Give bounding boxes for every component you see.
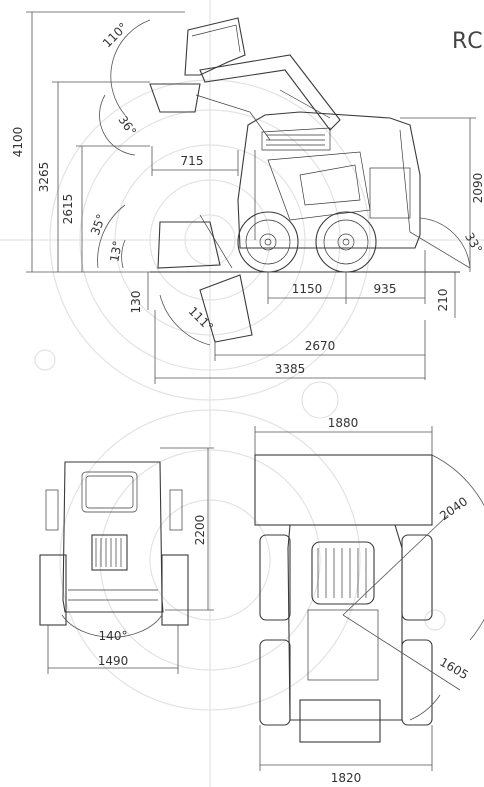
dim-dump-height: 2615 [61,194,75,225]
dim-max-height: 4100 [11,127,25,158]
dumped-bucket [199,274,253,343]
dim-hinge-height: 3265 [37,162,51,193]
front-right-wheel [161,554,189,626]
side-view: 4100 3265 2615 715 2090 130 1150 935 210 [11,11,484,384]
raised-bucket [184,17,246,76]
dim-machine-width: 1820 [331,771,362,785]
dim-cab-height: 2090 [471,173,484,204]
dim-front-width: 1490 [98,654,129,668]
top-rear-right-wheel [401,639,433,726]
dim-wheelbase: 1150 [292,282,323,296]
title-text: RC [452,29,484,54]
top-view: 1880 2040 1605 1820 [254,416,484,785]
top-rear-counterweight [299,699,381,743]
angle-dump-top: 110° [100,20,130,50]
angle-ground-tilt: 13° [107,240,124,263]
front-left-wheel [39,554,67,626]
angle-departure: 33° [462,230,484,255]
dim-dump-reach: 715 [181,154,204,168]
mid-bucket [149,83,201,113]
rear-wheel [315,211,377,273]
dim-rear-turn-radius: 1605 [437,655,470,682]
top-bucket [254,454,433,526]
angle-rollback-top: 36° [115,113,139,138]
dim-bucket-width: 1880 [328,416,359,430]
dim-ground-clearance: 210 [436,289,450,312]
dim-rear-overhang: 935 [374,282,397,296]
top-body [287,524,403,721]
top-cab-roof [311,541,375,605]
dim-bucket-below-ground: 130 [129,291,143,314]
dim-length-with-bucket: 3385 [275,362,306,376]
top-rear-left-wheel [259,639,291,726]
front-wheel [237,211,299,273]
front-frame [62,461,164,613]
front-cab-window [81,471,138,513]
front-grille [91,534,128,571]
dim-length-without-bucket: 2670 [305,339,336,353]
lift-arm [199,54,341,131]
top-front-right-wheel [401,534,433,621]
angle-front: 140° [99,629,128,643]
cab-window [261,127,331,151]
angle-rollback-ground: 35° [88,212,108,237]
top-front-left-wheel [259,534,291,621]
ground-bucket [157,221,221,269]
dim-front-height: 2200 [193,515,207,546]
front-view: 2200 140° 1490 [39,447,214,674]
dim-front-turn-radius: 2040 [437,494,470,523]
